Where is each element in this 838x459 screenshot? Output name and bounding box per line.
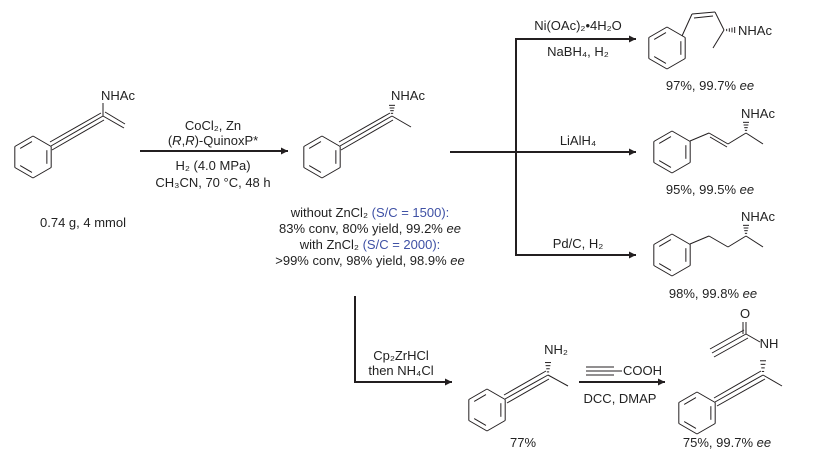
step1-conditions: CH₃CN, 70 °C, 48 h [155,175,271,190]
propiolamide-structure [678,322,783,435]
amine-nh2-label: NH₂ [544,342,568,357]
amide-o-label: O [739,306,751,321]
p1-with-result: >99% conv, 98% yield, 98.9% ee [275,253,465,268]
branch-b-nhac-label: NHAc [741,106,775,121]
sm-nhac-label: NHAc [101,88,135,103]
hashed-wedge-bond [726,27,736,33]
hashed-wedge-bond [545,362,551,373]
benzene-ring [678,391,716,435]
starting-material-structure [14,103,126,179]
amide-nh-label: NH [759,336,779,351]
sm-amount: 0.74 g, 4 mmol [40,215,126,230]
p1-without-result: 83% conv, 80% yield, 99.2% ee [279,221,461,236]
benzene-ring [303,135,341,179]
saturated-amide-structure [653,224,764,277]
benzene-ring [468,388,506,432]
branch-a-reagent-bottom: NaBH₄, H₂ [547,44,609,59]
branch-c-reagent: Pd/C, H₂ [552,236,604,251]
branch-c-result: 98%, 99.8% ee [668,286,758,301]
hashed-wedge-bond [389,104,395,114]
branch-a-result: 97%, 99.7% ee [665,78,755,93]
branch-b-reagent: LiAlH₄ [559,133,597,148]
step1-pressure: H₂ (4.0 MPa) [175,158,251,173]
step1-ligand: (R,R)-QuinoxP* [167,133,259,148]
propiolic-acid-structure [586,366,622,376]
p1-with-line: with ZnCl₂ (S/C = 2000): [299,237,441,252]
benzene-ring [653,130,691,174]
branch-a-nhac-label: NHAc [738,23,772,38]
branch-b-result: 95%, 99.5% ee [665,182,755,197]
zr-workup: then NH₄Cl [368,363,434,378]
zr-reagent: Cp₂ZrHCl [373,348,429,363]
coupling-reagent: DCC, DMAP [583,391,657,406]
z-allylic-amide-structure [648,11,736,70]
branch-c-nhac-label: NHAc [741,209,775,224]
amine-yield: 77% [509,435,537,450]
benzene-ring [648,26,686,70]
branch-a-reagent-top: Ni(OAc)₂•4H₂O [534,18,622,33]
p1-without-line: without ZnCl₂ (S/C = 1500): [290,205,450,220]
propargyl-amine-structure [468,362,569,432]
hashed-wedge-bond [743,224,749,234]
propargyl-amide-structure [303,104,412,179]
benzene-ring [653,233,691,277]
amide-result: 75%, 99.7% ee [682,435,772,450]
hashed-wedge-bond [760,360,766,372]
arrow-zr [354,296,452,386]
e-allylic-amide-structure [653,121,764,174]
step1-reagent: CoCl₂, Zn [184,118,242,133]
acid-cooh-label: COOH [623,363,662,378]
benzene-ring [14,135,52,179]
hashed-wedge-bond [743,121,749,131]
p1-nhac-label: NHAc [391,88,425,103]
